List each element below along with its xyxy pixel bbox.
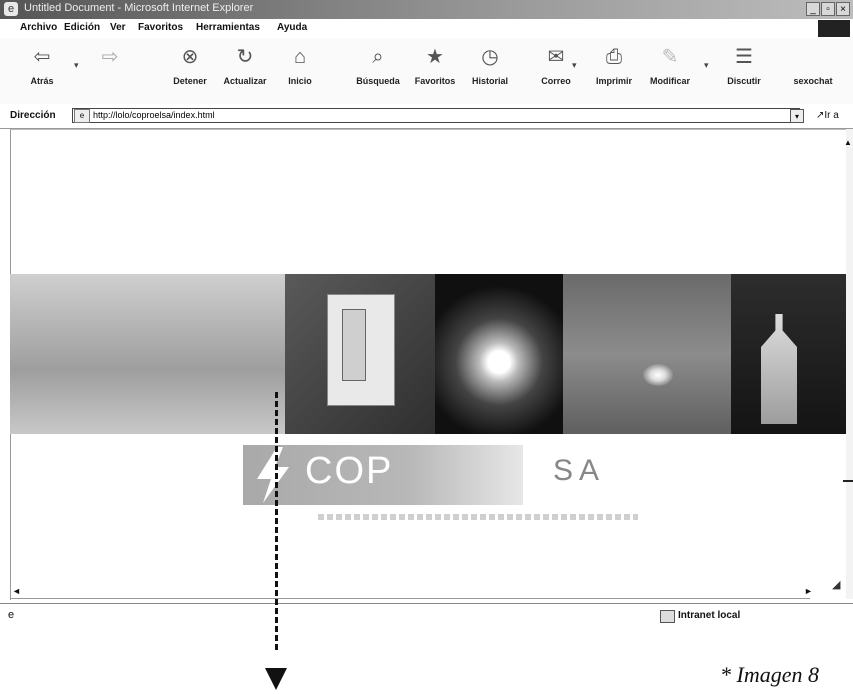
home-icon: ⌂ bbox=[293, 46, 307, 68]
logo-suffix: SA bbox=[553, 454, 606, 487]
figure-caption: * Imagen 8 bbox=[720, 662, 819, 687]
edit-dropdown[interactable]: ▾ bbox=[704, 60, 709, 70]
mail-icon: ✉ bbox=[547, 46, 565, 68]
back-label: Atrás bbox=[30, 76, 54, 86]
sexochat-label: sexochat bbox=[793, 76, 833, 86]
stop-button[interactable]: ⊗ Detener bbox=[160, 46, 220, 86]
annotation-arrow-icon bbox=[265, 668, 287, 690]
edit-button[interactable]: ✎ Modificar ▾ bbox=[640, 46, 709, 86]
back-button[interactable]: ⇦ Atrás ▾ bbox=[12, 46, 78, 86]
home-label: Inicio bbox=[288, 76, 312, 86]
status-page-icon: e bbox=[8, 609, 15, 621]
logo-text: COP bbox=[305, 450, 394, 492]
scroll-up-icon[interactable]: ▲ bbox=[844, 138, 852, 147]
banner-church-photo bbox=[731, 274, 846, 434]
favorites-icon: ★ bbox=[426, 46, 444, 68]
back-arrow-icon: ⇦ bbox=[33, 46, 51, 68]
maximize-button[interactable]: ▫ bbox=[821, 2, 835, 16]
close-button[interactable]: × bbox=[836, 2, 850, 16]
mail-label: Correo bbox=[541, 76, 571, 86]
sexochat-button[interactable]: sexochat bbox=[778, 46, 848, 86]
scroll-right-icon[interactable]: ► bbox=[804, 586, 813, 596]
title-bar: e Untitled Document - Microsoft Internet… bbox=[0, 0, 853, 19]
minimize-button[interactable]: _ bbox=[806, 2, 820, 16]
address-input[interactable] bbox=[72, 108, 800, 123]
discuss-label: Discutir bbox=[727, 76, 761, 86]
go-arrow-icon: ↗ bbox=[816, 110, 825, 121]
forward-arrow-icon: ⇨ bbox=[101, 46, 119, 68]
status-bar: e Intranet local bbox=[0, 603, 853, 628]
back-dropdown[interactable]: ▾ bbox=[74, 60, 79, 70]
go-button[interactable]: ↗Ir a bbox=[816, 110, 839, 121]
menu-archivo[interactable]: Archivo bbox=[20, 22, 58, 33]
banner-electrical-cabinet-photo bbox=[285, 274, 435, 434]
print-button[interactable]: ⎙ Imprimir bbox=[584, 46, 644, 86]
history-button[interactable]: ◷ Historial bbox=[460, 46, 520, 86]
mail-button[interactable]: ✉ Correo ▾ bbox=[526, 46, 586, 86]
cabinet-shape bbox=[327, 294, 395, 406]
discuss-icon: ☰ bbox=[735, 46, 753, 68]
favorites-button[interactable]: ★ Favoritos bbox=[405, 46, 465, 86]
security-zone: Intranet local bbox=[678, 610, 741, 621]
vertical-scrollbar[interactable] bbox=[846, 129, 853, 599]
menu-edicion[interactable]: Edición bbox=[64, 22, 101, 33]
menu-bar: Archivo Edición Ver Favoritos Herramient… bbox=[0, 19, 853, 38]
horizontal-scrollbar[interactable] bbox=[10, 598, 810, 599]
banner-image bbox=[10, 274, 846, 434]
address-dropdown[interactable]: ▾ bbox=[790, 109, 804, 123]
church-tower-shape bbox=[761, 314, 797, 424]
edit-icon: ✎ bbox=[661, 46, 679, 68]
logo-background bbox=[243, 445, 523, 505]
intranet-zone-icon bbox=[660, 610, 675, 623]
window-title: Untitled Document - Microsoft Internet E… bbox=[24, 2, 254, 14]
discuss-button[interactable]: ☰ Discutir bbox=[714, 46, 774, 86]
address-label: Dirección bbox=[10, 110, 56, 121]
forward-button[interactable]: ⇨ bbox=[90, 46, 130, 76]
windows-logo-icon bbox=[818, 20, 850, 37]
search-button[interactable]: ⌕ Búsqueda bbox=[348, 46, 408, 86]
refresh-icon: ↻ bbox=[236, 46, 254, 68]
favorites-label: Favoritos bbox=[414, 76, 456, 86]
history-icon: ◷ bbox=[481, 46, 499, 68]
print-icon: ⎙ bbox=[606, 46, 622, 68]
toolbar: ⇦ Atrás ▾ ⇨ ⊗ Detener ↻ Actualizar ⌂ Ini… bbox=[0, 38, 853, 108]
history-label: Historial bbox=[471, 76, 508, 86]
banner-lamp-photo bbox=[563, 274, 731, 434]
mail-dropdown[interactable]: ▾ bbox=[572, 60, 577, 70]
banner-office-photo bbox=[10, 274, 285, 434]
search-label: Búsqueda bbox=[356, 76, 400, 86]
search-icon: ⌕ bbox=[372, 46, 384, 68]
menu-ver[interactable]: Ver bbox=[110, 22, 126, 33]
page-icon: e bbox=[74, 109, 90, 123]
menu-herramientas[interactable]: Herramientas bbox=[196, 22, 260, 33]
ie-logo-icon: e bbox=[4, 2, 18, 16]
refresh-label: Actualizar bbox=[223, 76, 267, 86]
menu-ayuda[interactable]: Ayuda bbox=[277, 22, 308, 33]
home-button[interactable]: ⌂ Inicio bbox=[270, 46, 330, 86]
stop-icon: ⊗ bbox=[181, 46, 199, 68]
banner-lightning-photo bbox=[435, 274, 563, 434]
resize-grip-icon[interactable]: ◢ bbox=[832, 579, 841, 591]
menu-favoritos[interactable]: Favoritos bbox=[138, 22, 184, 33]
stop-label: Detener bbox=[173, 76, 207, 86]
go-label: Ir a bbox=[824, 110, 839, 121]
scroll-left-icon[interactable]: ◄ bbox=[12, 586, 21, 596]
right-marker bbox=[843, 480, 853, 482]
lightning-bolt-icon bbox=[257, 447, 289, 503]
annotation-dashed-line bbox=[275, 392, 278, 650]
lamp-glow bbox=[643, 364, 673, 386]
print-label: Imprimir bbox=[595, 76, 632, 86]
logo-tagline bbox=[318, 514, 638, 520]
refresh-button[interactable]: ↻ Actualizar bbox=[215, 46, 275, 86]
edit-label: Modificar bbox=[649, 76, 690, 86]
address-bar: Dirección e ▾ ↗Ir a bbox=[0, 104, 853, 129]
